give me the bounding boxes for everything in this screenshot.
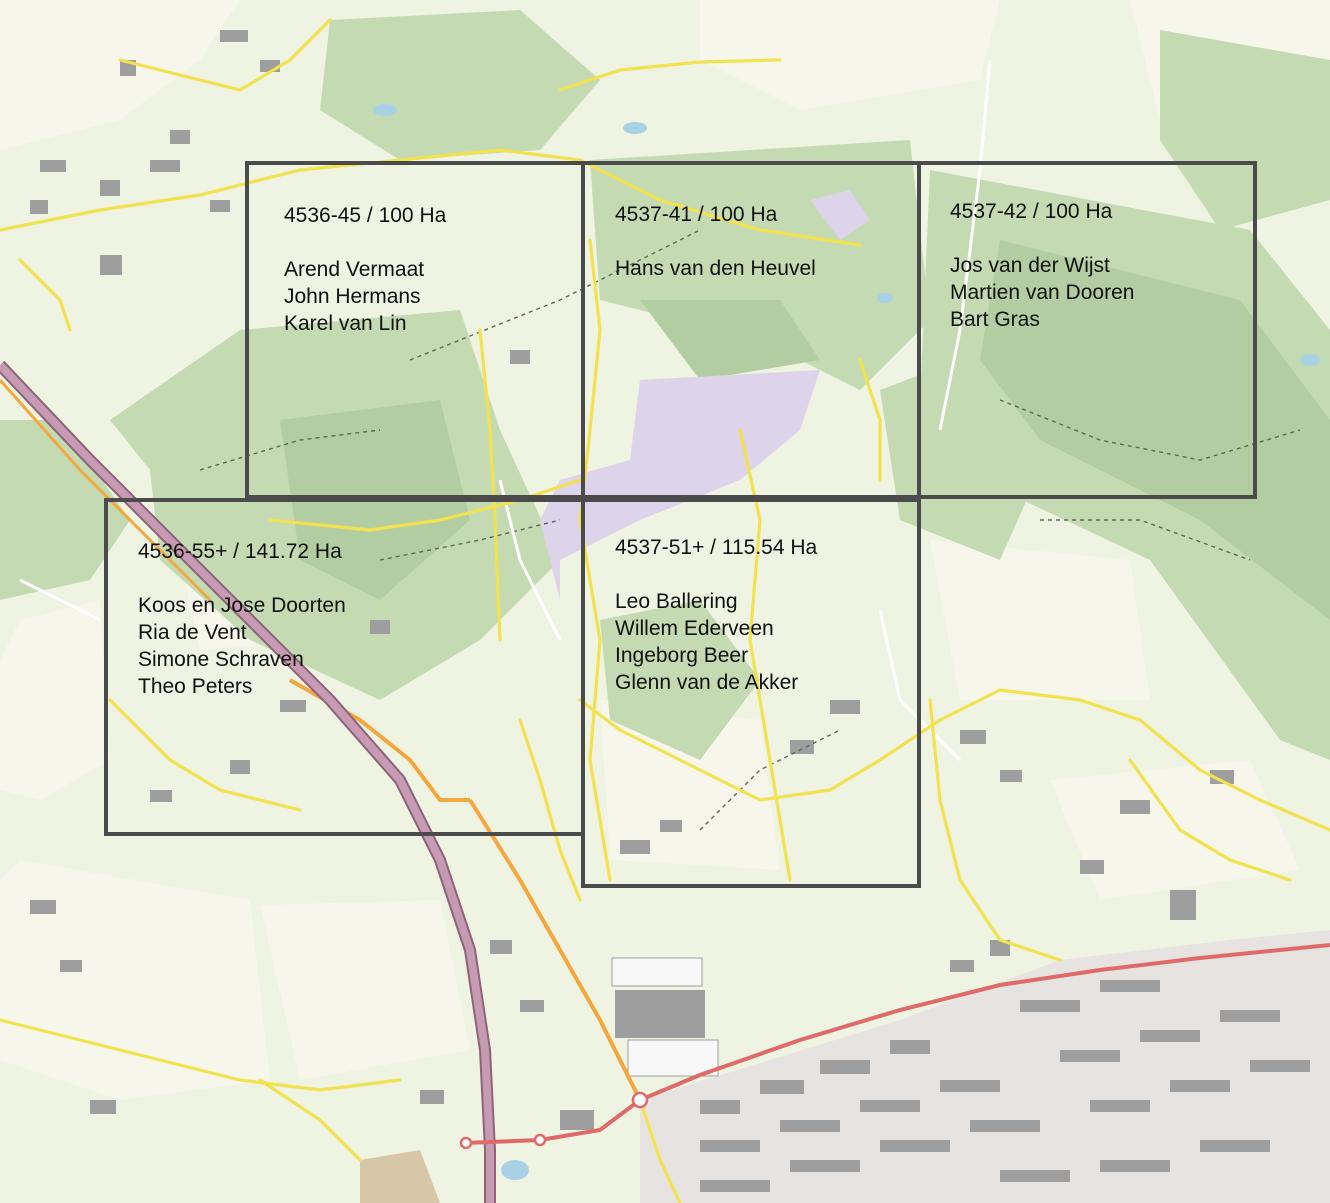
parcel-4537-51-boundary[interactable]	[581, 498, 921, 888]
parcel-code: 4536-55+ / 141.72 Ha	[138, 540, 342, 563]
parcel-code: 4537-41 / 100 Ha	[615, 203, 778, 226]
roundabouts	[459, 1091, 649, 1150]
dashed-paths	[199, 229, 1301, 831]
yellow-roads	[0, 18, 1330, 1203]
owner-name: Glenn van de Akker	[615, 671, 799, 694]
industrial-buildings	[611, 957, 719, 1077]
owner-name: Karel van Lin	[284, 312, 407, 335]
owner-name: Bart Gras	[950, 308, 1040, 331]
parcel-label-4537-51: 4537-51+ / 115.54 Ha Leo Ballering Wille…	[615, 534, 817, 696]
parcel-4537-42-boundary[interactable]	[917, 161, 1257, 499]
field-areas	[0, 0, 1330, 1100]
parcel-code: 4537-42 / 100 Ha	[950, 200, 1113, 223]
red-main-road	[464, 943, 1330, 1145]
owner-name: Martien van Dooren	[950, 281, 1135, 304]
parcel-label-4537-42: 4537-42 / 100 Ha Jos van der Wijst Marti…	[950, 198, 1134, 333]
village-buildings	[30, 30, 1234, 1130]
parcel-label-4536-55: 4536-55+ / 141.72 Ha Koos en Jose Doorte…	[138, 538, 346, 700]
owner-name: Willem Ederveen	[615, 617, 774, 640]
minor-roads	[19, 59, 992, 762]
motorway	[0, 362, 494, 1203]
owner-name: Leo Ballering	[615, 590, 738, 613]
water-bodies	[373, 104, 1320, 1180]
owner-name: Theo Peters	[138, 675, 253, 698]
urban-blocks	[700, 980, 1310, 1192]
orange-road	[468, 798, 642, 1101]
parcel-code: 4536-45 / 100 Ha	[284, 204, 447, 227]
brown-area	[360, 1150, 440, 1203]
parcel-label-4536-45: 4536-45 / 100 Ha Arend Vermaat John Herm…	[284, 202, 446, 337]
owner-name: Simone Schraven	[138, 648, 304, 671]
heath-area	[540, 370, 820, 600]
owner-name: Arend Vermaat	[284, 258, 425, 281]
owner-name: Ria de Vent	[138, 621, 247, 644]
owner-name: John Hermans	[284, 285, 421, 308]
parcel-label-4537-41: 4537-41 / 100 Ha Hans van den Heuvel	[615, 201, 816, 282]
owner-name: Hans van den Heuvel	[615, 257, 816, 280]
parcel-grid	[104, 161, 1257, 888]
owner-name: Ingeborg Beer	[615, 644, 749, 667]
parcel-code: 4537-51+ / 115.54 Ha	[615, 536, 818, 559]
heath-area-north	[810, 190, 870, 240]
urban-area	[640, 930, 1330, 1203]
owner-name: Koos en Jose Doorten	[138, 594, 346, 617]
owner-name: Jos van der Wijst	[950, 254, 1110, 277]
